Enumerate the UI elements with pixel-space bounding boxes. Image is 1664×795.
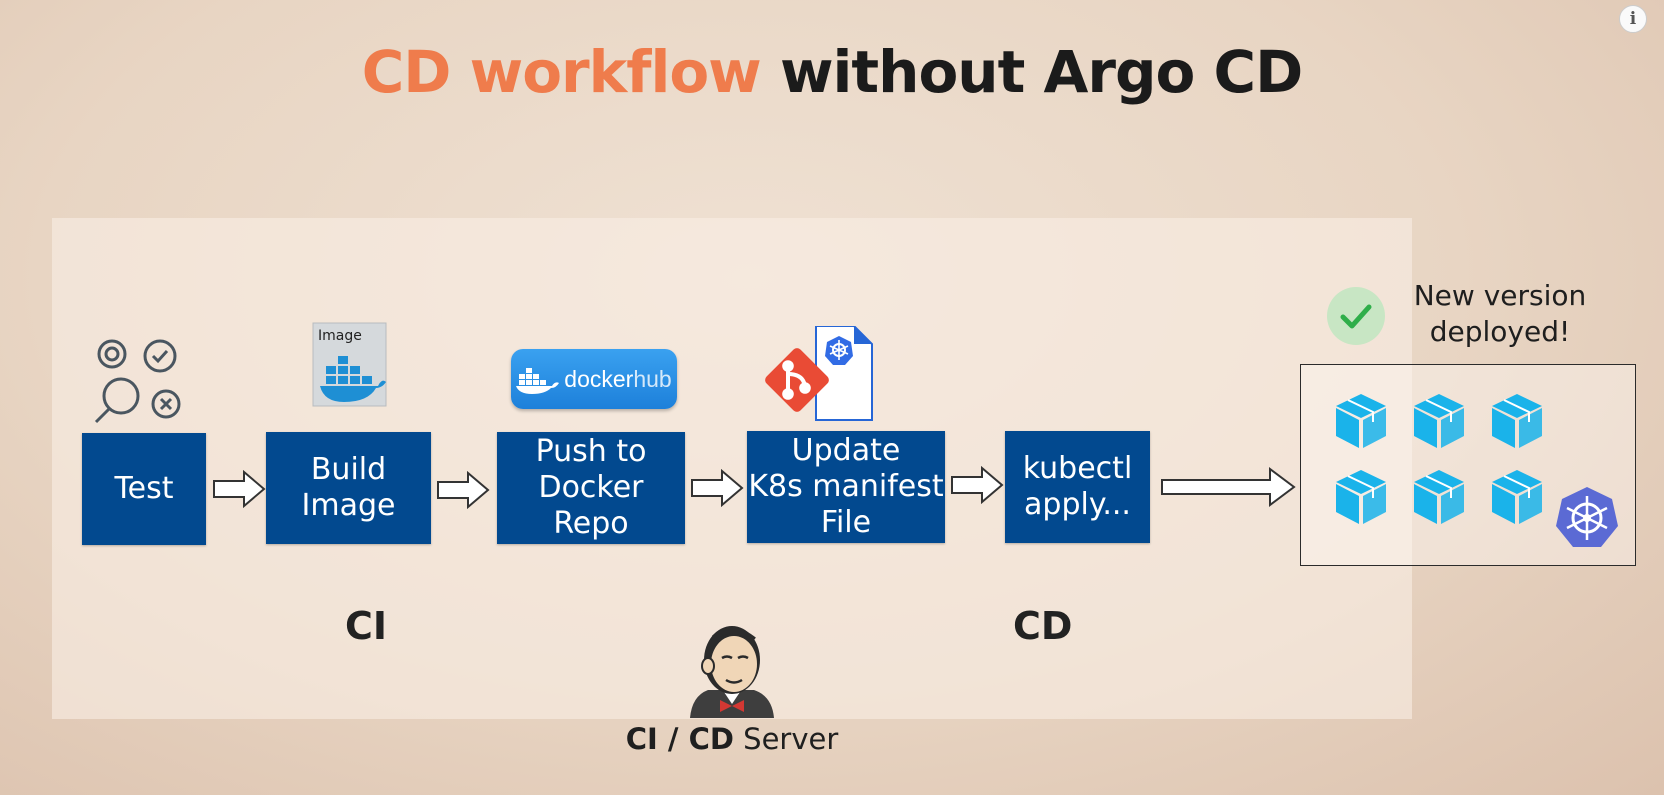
git-k8s-file-icon	[765, 326, 873, 421]
deployed-label: New version deployed!	[1413, 279, 1587, 348]
step-build-image: Build Image	[266, 432, 431, 544]
info-button[interactable]: i	[1619, 5, 1647, 33]
arrow-right-icon	[951, 466, 1004, 504]
long-arrow-right-icon	[1161, 467, 1296, 507]
arrow-right-icon	[437, 471, 490, 509]
image-icon-label: Image	[318, 328, 362, 344]
title-accent: CD workflow	[361, 38, 762, 106]
arrow-right-icon	[213, 470, 266, 508]
kubernetes-icon	[1556, 487, 1618, 547]
title-rest: without Argo CD	[760, 38, 1303, 106]
dockerhub-logo-icon: dockerhub	[511, 349, 677, 409]
step-push-docker-repo: Push to Docker Repo	[497, 432, 685, 544]
step-test: Test	[82, 433, 206, 545]
dockerhub-hub-text: hub	[633, 365, 672, 392]
server-label-bold: CI / CD	[625, 722, 734, 756]
pod-cube-icon	[1334, 392, 1388, 454]
page-title: CD workflow without Argo CD	[0, 38, 1664, 106]
pod-cube-icon	[1490, 392, 1544, 454]
arrow-right-icon	[691, 469, 744, 507]
server-label-rest: Server	[733, 722, 839, 756]
server-label: CI / CD Server	[612, 722, 852, 756]
jenkins-icon	[690, 626, 774, 718]
phase-ci-label: CI	[345, 604, 388, 648]
pod-cube-icon	[1412, 392, 1466, 454]
pod-cube-icon	[1412, 468, 1466, 530]
pod-cube-icon	[1490, 468, 1544, 530]
step-update-manifest: Update K8s manifest File	[747, 431, 945, 543]
dockerhub-docker-text: docker	[564, 365, 634, 392]
gears-magnifier-icon	[94, 339, 181, 424]
check-icon	[1327, 287, 1385, 345]
docker-image-icon: Image	[312, 322, 387, 407]
step-kubectl-apply: kubectl apply...	[1005, 431, 1150, 543]
pod-cube-icon	[1334, 468, 1388, 530]
phase-cd-label: CD	[1013, 604, 1073, 648]
